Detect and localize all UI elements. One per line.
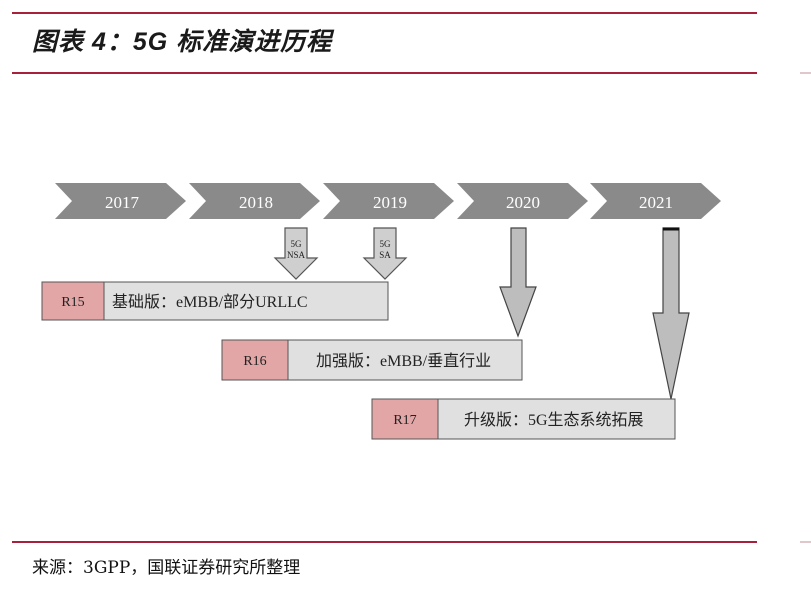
marker-sa: 5G SA <box>362 227 408 280</box>
marker-nsa-arrow <box>273 227 319 280</box>
year-label-2020: 2020 <box>506 193 540 212</box>
release-tag-r17-label: R17 <box>393 413 416 428</box>
source-note: 来源：3GPP，国联证券研究所整理 <box>32 558 301 578</box>
year-chevron-2019 <box>323 183 454 219</box>
release-desc-r15: 基础版：eMBB/部分URLLC <box>112 293 308 311</box>
top-rule <box>12 12 757 14</box>
year-chevron-2017 <box>55 183 186 219</box>
year-label-2019: 2019 <box>373 193 407 212</box>
marker-sa-line1: 5G <box>380 239 392 249</box>
figure-title: 图表 4：5G 标准演进历程 <box>32 28 333 56</box>
title-rule <box>12 72 757 74</box>
year-label-2021: 2021 <box>639 193 673 212</box>
marker-nsa: 5G NSA <box>273 227 319 280</box>
arrow-2020 <box>499 227 537 338</box>
release-desc-r16: 加强版：eMBB/垂直行业 <box>316 352 491 370</box>
release-desc-r17: 升级版：5G生态系统拓展 <box>464 411 644 429</box>
arrow-2021 <box>652 227 690 400</box>
side-tick-top <box>800 72 811 74</box>
marker-nsa-line2: NSA <box>287 250 306 260</box>
release-tag-r16-label: R16 <box>243 354 266 369</box>
marker-nsa-line1: 5G <box>291 239 303 249</box>
marker-sa-arrow <box>362 227 408 280</box>
year-chevron-2021 <box>590 183 721 219</box>
release-bar-r15: R15 基础版：eMBB/部分URLLC <box>41 281 389 321</box>
release-tag-r17 <box>371 398 439 440</box>
year-label-2018: 2018 <box>239 193 273 212</box>
release-tag-r15-label: R15 <box>61 295 84 310</box>
release-tag-r15 <box>41 281 105 321</box>
release-bar-r17: R17 升级版：5G生态系统拓展 <box>371 398 676 440</box>
year-label-2017: 2017 <box>105 193 140 212</box>
release-bar-r16: R16 加强版：eMBB/垂直行业 <box>221 339 523 381</box>
footer-rule <box>12 541 757 543</box>
marker-sa-line2: SA <box>379 250 391 260</box>
side-tick-bottom <box>800 541 811 543</box>
year-chevrons: 2017 2018 2019 2020 2021 <box>55 183 721 219</box>
year-chevron-2020 <box>457 183 588 219</box>
release-tag-r16 <box>221 339 289 381</box>
year-chevron-2018 <box>189 183 320 219</box>
